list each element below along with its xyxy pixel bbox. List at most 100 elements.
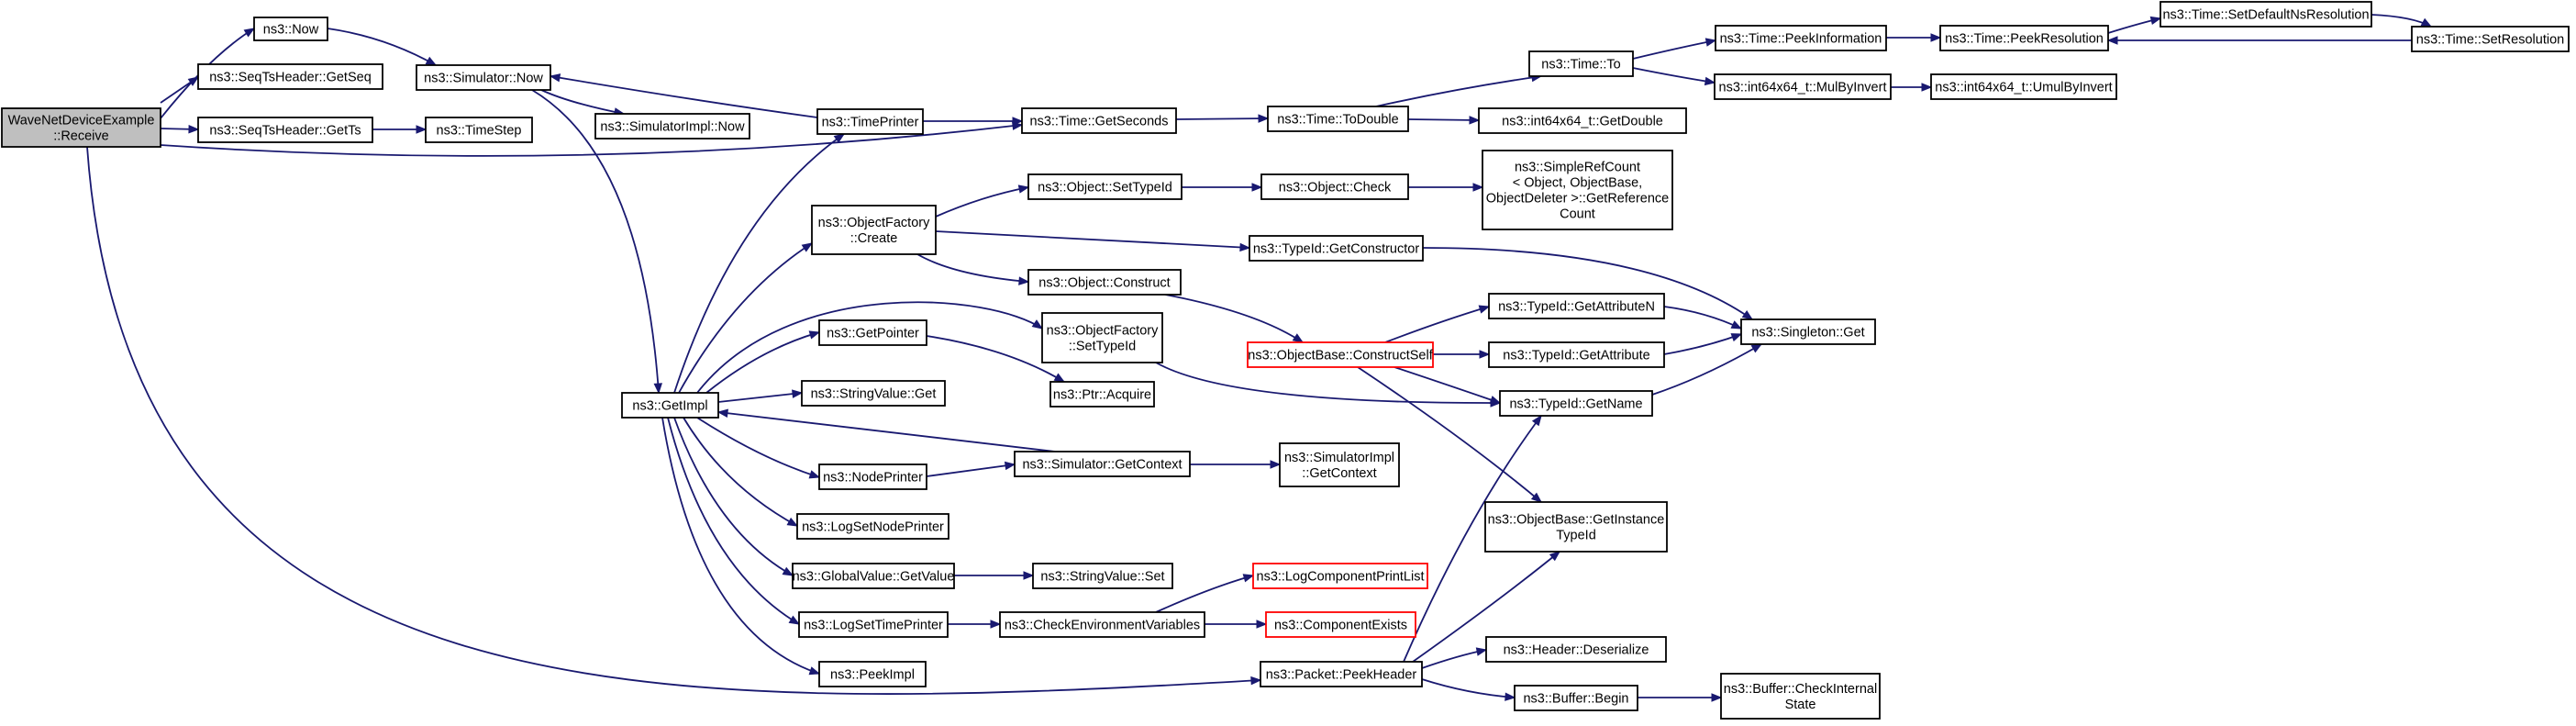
node-bufferbegin[interactable]: ns3::Buffer::Begin [1514, 685, 1638, 711]
node-objsettypeid-box[interactable] [1027, 173, 1183, 200]
node-peekheader[interactable]: ns3::Packet::PeekHeader [1260, 661, 1423, 687]
node-peekinfo[interactable]: ns3::Time::PeekInformation [1715, 25, 1887, 51]
node-setres-box[interactable] [2411, 26, 2570, 52]
node-getimpl[interactable]: ns3::GetImpl [621, 392, 719, 419]
node-simplerefcount[interactable]: ns3::SimpleRefCount< Object, ObjectBase,… [1482, 150, 1673, 230]
node-singletonget-box[interactable] [1740, 318, 1876, 345]
node-setdefaultns[interactable]: ns3::Time::SetDefaultNsResolution [2160, 1, 2372, 28]
node-getts[interactable]: ns3::SeqTsHeader::GetTs [197, 117, 373, 143]
node-logsettimeprinter[interactable]: ns3::LogSetTimePrinter [798, 611, 949, 638]
node-simnow[interactable]: ns3::Simulator::Now [416, 64, 551, 91]
node-now-box[interactable] [253, 17, 328, 41]
node-simimplnow[interactable]: ns3::SimulatorImpl::Now [594, 113, 750, 140]
node-simimplnow-box[interactable] [594, 113, 750, 140]
node-logsetnodeprinter-box[interactable] [796, 513, 949, 540]
node-objsettypeid[interactable]: ns3::Object::SetTypeId [1027, 173, 1183, 200]
node-getimpl-box[interactable] [621, 392, 719, 419]
node-globalvaluegetvalue[interactable]: ns3::GlobalValue::GetValue [792, 563, 955, 589]
node-mulbyinvert[interactable]: ns3::int64x64_t::MulByInvert [1714, 73, 1892, 100]
node-checkenvvars[interactable]: ns3::CheckEnvironmentVariables [999, 611, 1205, 638]
node-getconstructor[interactable]: ns3::TypeId::GetConstructor [1249, 235, 1424, 262]
node-checkenvvars-box[interactable] [999, 611, 1205, 638]
node-simimplgetcontext-box[interactable] [1279, 442, 1400, 487]
node-ptracquire-box[interactable] [1049, 381, 1155, 408]
node-timestep-box[interactable] [425, 117, 533, 143]
node-nodeprinter[interactable]: ns3::NodePrinter [818, 464, 927, 490]
node-getpointer-box[interactable] [818, 319, 927, 346]
node-getinstancetypeid-box[interactable] [1484, 501, 1668, 553]
node-getconstructor-box[interactable] [1249, 235, 1424, 262]
node-todouble[interactable]: ns3::Time::ToDouble [1267, 106, 1409, 132]
node-to-box[interactable] [1528, 50, 1634, 77]
node-simgetcontext[interactable]: ns3::Simulator::GetContext [1014, 451, 1191, 477]
node-root[interactable]: WaveNetDeviceExample::Receive [1, 107, 161, 148]
node-stringvalueset-box[interactable] [1032, 563, 1173, 589]
node-now[interactable]: ns3::Now [253, 17, 328, 41]
node-getattribute[interactable]: ns3::TypeId::GetAttribute [1488, 341, 1665, 368]
node-getattributen[interactable]: ns3::TypeId::GetAttributeN [1488, 293, 1665, 319]
node-getdouble-box[interactable] [1478, 107, 1687, 134]
node-nodeprinter-box[interactable] [818, 464, 927, 490]
node-getdouble[interactable]: ns3::int64x64_t::GetDouble [1478, 107, 1687, 134]
node-peekres[interactable]: ns3::Time::PeekResolution [1939, 25, 2109, 51]
node-getseq-box[interactable] [197, 63, 383, 90]
node-ofsettypeid[interactable]: ns3::ObjectFactory::SetTypeId [1041, 312, 1163, 363]
node-stringvalueget-box[interactable] [801, 380, 946, 407]
node-componentexists[interactable]: ns3::ComponentExists [1265, 611, 1416, 638]
node-typeidgetname-box[interactable] [1499, 390, 1653, 417]
node-simimplgetcontext[interactable]: ns3::SimulatorImpl::GetContext [1279, 442, 1400, 487]
node-logcomponentprintlist-box[interactable] [1252, 563, 1428, 589]
node-getpointer[interactable]: ns3::GetPointer [818, 319, 927, 346]
node-peekres-box[interactable] [1939, 25, 2109, 51]
node-headerdeserialize[interactable]: ns3::Header::Deserialize [1485, 636, 1667, 663]
node-ofcreate[interactable]: ns3::ObjectFactory::Create [811, 205, 937, 255]
node-timestep[interactable]: ns3::TimeStep [425, 117, 533, 143]
node-root-box[interactable] [1, 107, 161, 148]
node-peekheader-box[interactable] [1260, 661, 1423, 687]
node-logsettimeprinter-box[interactable] [798, 611, 949, 638]
node-ofcreate-box[interactable] [811, 205, 937, 255]
node-singletonget[interactable]: ns3::Singleton::Get [1740, 318, 1876, 345]
node-objconstruct-box[interactable] [1027, 269, 1182, 296]
node-mulbyinvert-box[interactable] [1714, 73, 1892, 100]
node-peekimpl-box[interactable] [818, 661, 927, 687]
node-simgetcontext-box[interactable] [1014, 451, 1191, 477]
node-simnow-box[interactable] [416, 64, 551, 91]
node-peekimpl[interactable]: ns3::PeekImpl [818, 661, 927, 687]
node-ptracquire[interactable]: ns3::Ptr::Acquire [1049, 381, 1155, 408]
node-getseconds[interactable]: ns3::Time::GetSeconds [1021, 107, 1177, 134]
node-objconstruct[interactable]: ns3::Object::Construct [1027, 269, 1182, 296]
node-getattribute-box[interactable] [1488, 341, 1665, 368]
node-objcheck[interactable]: ns3::Object::Check [1260, 173, 1409, 200]
node-stringvalueset[interactable]: ns3::StringValue::Set [1032, 563, 1173, 589]
node-getseq[interactable]: ns3::SeqTsHeader::GetSeq [197, 63, 383, 90]
node-getts-box[interactable] [197, 117, 373, 143]
node-objcheck-box[interactable] [1260, 173, 1409, 200]
node-todouble-box[interactable] [1267, 106, 1409, 132]
node-timeprinter[interactable]: ns3::TimePrinter [816, 108, 924, 135]
node-umulbyinvert[interactable]: ns3::int64x64_t::UmulByInvert [1930, 73, 2117, 100]
node-typeidgetname[interactable]: ns3::TypeId::GetName [1499, 390, 1653, 417]
node-bufferbegin-box[interactable] [1514, 685, 1638, 711]
node-headerdeserialize-box[interactable] [1485, 636, 1667, 663]
node-constructself[interactable]: ns3::ObjectBase::ConstructSelf [1247, 341, 1434, 368]
node-stringvalueget[interactable]: ns3::StringValue::Get [801, 380, 946, 407]
node-to[interactable]: ns3::Time::To [1528, 50, 1634, 77]
node-constructself-box[interactable] [1247, 341, 1434, 368]
node-setres[interactable]: ns3::Time::SetResolution [2411, 26, 2570, 52]
node-getseconds-box[interactable] [1021, 107, 1177, 134]
node-setdefaultns-box[interactable] [2160, 1, 2372, 28]
node-logcomponentprintlist[interactable]: ns3::LogComponentPrintList [1252, 563, 1428, 589]
node-ofsettypeid-box[interactable] [1041, 312, 1163, 363]
node-peekinfo-box[interactable] [1715, 25, 1887, 51]
node-buffercheckinternal-box[interactable] [1720, 673, 1881, 720]
node-simplerefcount-box[interactable] [1482, 150, 1673, 230]
node-getattributen-box[interactable] [1488, 293, 1665, 319]
node-componentexists-box[interactable] [1265, 611, 1416, 638]
node-logsetnodeprinter[interactable]: ns3::LogSetNodePrinter [796, 513, 949, 540]
node-globalvaluegetvalue-box[interactable] [792, 563, 955, 589]
node-umulbyinvert-box[interactable] [1930, 73, 2117, 100]
node-timeprinter-box[interactable] [816, 108, 924, 135]
